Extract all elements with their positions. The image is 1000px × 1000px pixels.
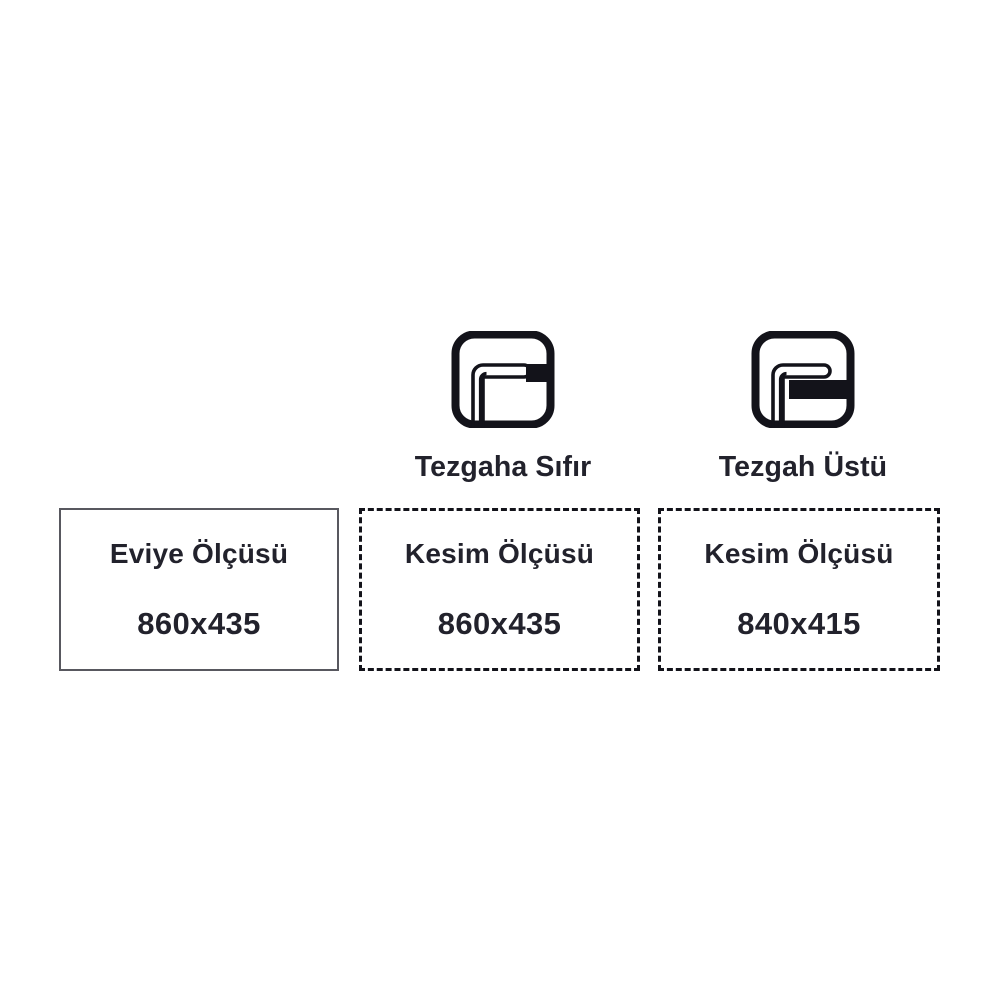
sink-top-mount-icon [751,330,855,433]
measurement-box-value: 860x435 [137,606,261,641]
measurement-box-title: Eviye Ölçüsü [109,538,289,569]
measurement-box-title: Kesim Ölçüsü [404,538,595,569]
measurement-box-sink-size: Eviye Ölçüsü 860x435 [59,508,339,671]
measurement-box-value: 860x435 [437,606,562,641]
mount-option-label: Tezgah Üstü [718,451,888,483]
mount-option-label: Tezgaha Sıfır [414,451,592,483]
measurement-box-cutout-size-top: Kesim Ölçüsü 840x415 [658,508,940,671]
mount-option-flush-mount: Tezgaha Sıfır [383,330,623,483]
measurement-box-title: Kesim Ölçüsü [704,538,894,569]
sink-flush-mount-icon [451,330,555,433]
measurement-box-value: 840x415 [737,606,861,641]
measurement-box-cutout-size-flush: Kesim Ölçüsü 860x435 [359,508,640,671]
mount-option-top-mount: Tezgah Üstü [683,330,923,483]
